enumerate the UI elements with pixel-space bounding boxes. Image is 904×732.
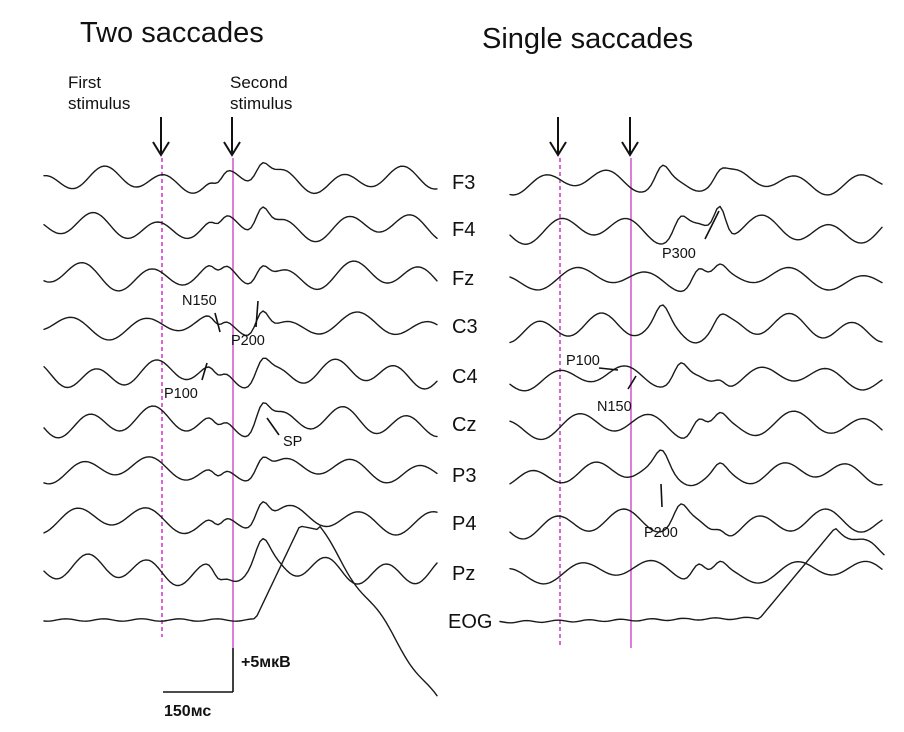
trace-left-p4 — [43, 501, 438, 536]
channel-label-eog: EOG — [448, 611, 492, 633]
trace-right-pz — [509, 559, 883, 585]
trace-left-fz — [43, 260, 438, 292]
first-stimulus-arrow-left — [152, 117, 170, 157]
trace-right-c4 — [509, 362, 883, 392]
trace-right-p3 — [509, 449, 883, 487]
channel-label-f4: F4 — [452, 219, 475, 241]
trace-right-f4 — [509, 205, 883, 246]
trace-right-f3 — [509, 164, 883, 196]
n150-marker-left — [214, 312, 221, 333]
p100-label-left: P100 — [164, 386, 198, 402]
scale-bar — [163, 648, 234, 693]
sp-label-left: SP — [283, 434, 302, 450]
channel-label-p3: P3 — [452, 465, 476, 487]
trace-right-fz — [509, 263, 883, 293]
n150-marker-right — [627, 375, 637, 390]
trace-left-p3 — [43, 456, 438, 485]
left-panel-title: Two saccades — [80, 17, 264, 49]
p200-marker-left — [255, 300, 259, 328]
channel-label-c4: C4 — [452, 366, 478, 388]
channel-labels: F3 F4 Fz C3 C4 Cz P3 P4 Pz EOG — [448, 172, 492, 633]
channel-label-p4: P4 — [452, 513, 476, 535]
first-stimulus-label-line2: stimulus — [68, 94, 130, 113]
trace-right-c3 — [509, 304, 883, 344]
second-stimulus-arrow-right — [621, 117, 639, 157]
trace-right-cz — [509, 410, 883, 441]
first-stimulus-label-line1: First — [68, 73, 101, 92]
channel-label-f3: F3 — [452, 172, 475, 194]
trace-left-f3 — [43, 161, 438, 195]
trace-left-c4 — [43, 357, 438, 390]
sp-marker-left — [266, 417, 280, 436]
p300-label-right: P300 — [662, 246, 696, 262]
second-stimulus-label-line2: stimulus — [230, 94, 292, 113]
p200-marker-right — [660, 483, 663, 508]
p100-marker-left — [201, 362, 208, 381]
p300-marker-right — [704, 210, 720, 240]
trace-left-pz — [43, 537, 438, 587]
left-panel-traces — [43, 161, 438, 697]
channel-label-c3: C3 — [452, 316, 478, 338]
trace-left-eog — [43, 525, 438, 697]
scale-amplitude-label: +5мкВ — [241, 654, 291, 671]
right-panel-title: Single saccades — [482, 23, 693, 55]
first-stimulus-arrow-right — [549, 117, 567, 157]
p100-marker-right — [598, 367, 619, 371]
scale-time-label: 150мс — [164, 703, 211, 720]
trace-right-eog — [499, 528, 885, 624]
p200-label-right: P200 — [644, 525, 678, 541]
n150-label-left: N150 — [182, 293, 217, 309]
second-stimulus-arrow-left — [223, 117, 241, 157]
channel-label-cz: Cz — [452, 414, 476, 436]
trace-left-c3 — [43, 310, 438, 341]
right-panel-traces — [499, 164, 885, 624]
channel-label-fz: Fz — [452, 268, 474, 290]
second-stimulus-label-line1: Second — [230, 73, 288, 92]
trace-left-f4 — [43, 206, 438, 243]
channel-label-pz: Pz — [452, 563, 475, 585]
n150-label-right: N150 — [597, 399, 632, 415]
p200-label-left: P200 — [231, 333, 265, 349]
p100-label-right: P100 — [566, 353, 600, 369]
trace-right-p4 — [509, 503, 883, 540]
trace-left-cz — [43, 402, 438, 439]
